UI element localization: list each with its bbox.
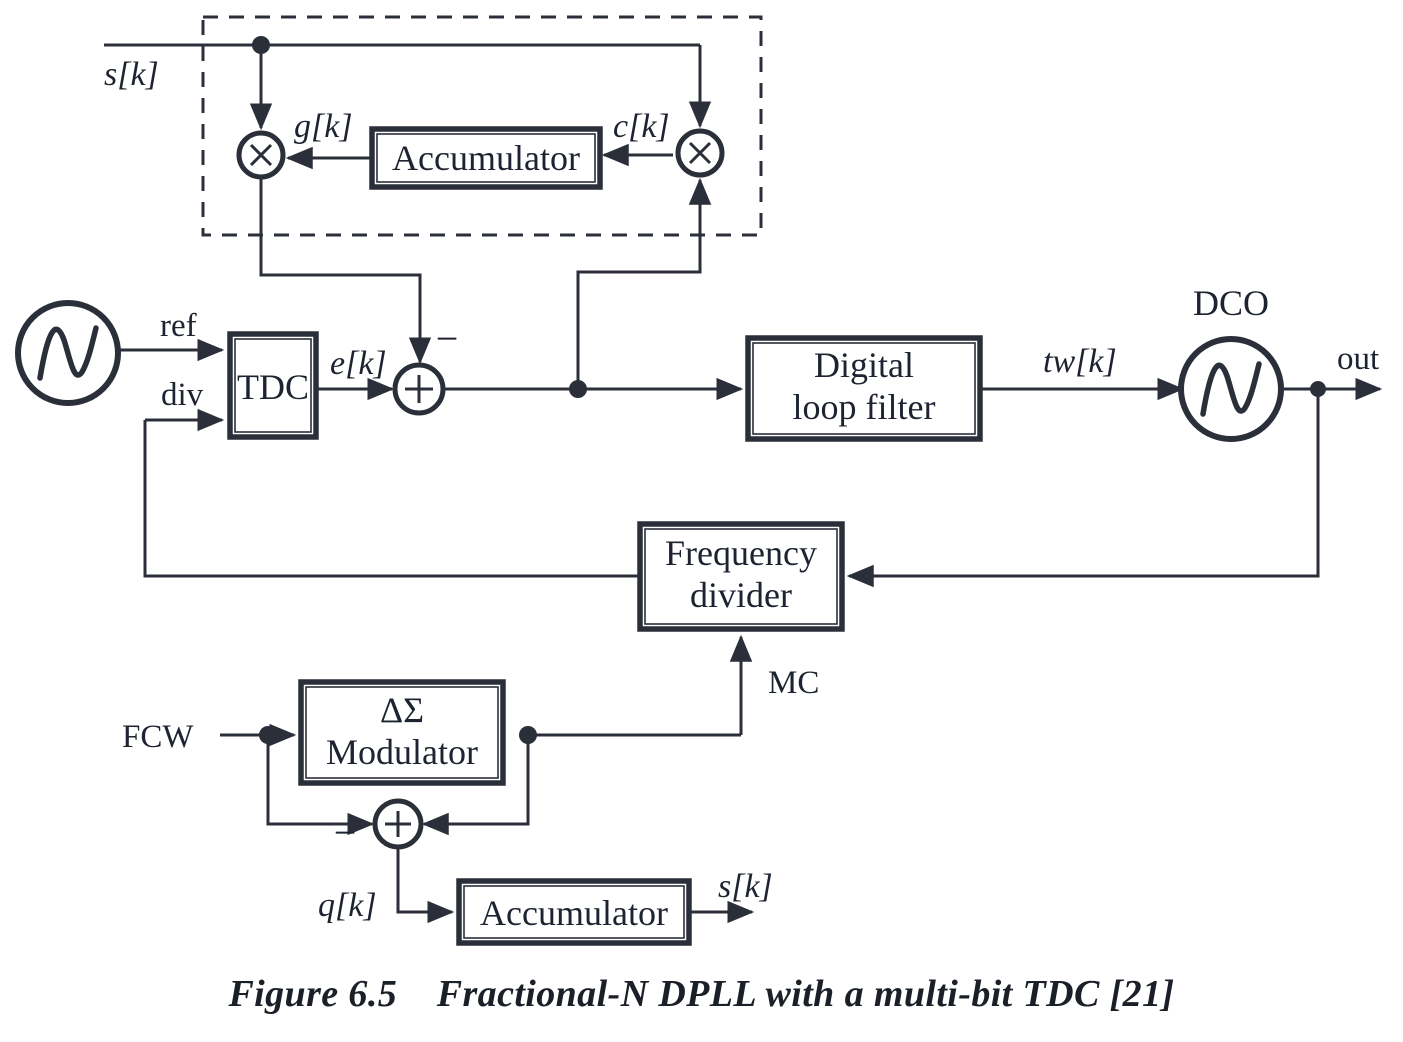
frequency-divider-label-line1: Frequency [665,533,817,573]
label-qk: q[k] [318,887,377,924]
digital-loop-filter-label-line2: loop filter [793,387,936,427]
top-accumulator-label: Accumulator [392,138,580,178]
block-frequency-divider [637,521,845,632]
dsm-label-line1: ΔΣ [380,690,424,730]
junction-dot-ek [569,380,587,398]
block-tdc-inner-rule [234,338,312,433]
label-minus-top-adder: − [436,316,459,361]
label-gk: g[k] [294,108,353,145]
adder-bottom-plus-icon [385,811,411,837]
label-mc: MC [768,665,819,701]
block-bottom-accumulator [456,878,692,946]
digital-loop-filter-label-line1: Digital [814,345,914,385]
label-out: out [1337,341,1379,377]
label-minus-bottom-adder: − [334,810,357,855]
label-sk-bottom: s[k] [718,868,773,905]
wire-divider-out-to-tdc-div [143,420,640,578]
wire-qk-to-accumulator [396,847,455,924]
tdc-label: TDC [237,367,309,407]
adder-top-plus-icon [405,375,433,403]
frequency-divider-label-line2: divider [690,575,792,615]
block-frequency-divider-inner-rule [644,528,838,625]
label-ck: c[k] [613,108,670,145]
bottom-accumulator-label: Accumulator [480,893,668,933]
label-fcw: FCW [122,719,194,755]
block-dsm [298,679,506,786]
figure-caption: Figure 6.5 Fractional-N DPLL with a mult… [228,973,1175,1015]
wire-mult-left-to-adder [259,177,432,365]
block-tdc [227,331,319,440]
wire-fcw-branch-to-adder [266,735,375,836]
wire-dsm-out-to-adder [421,735,530,836]
multiplier-right-cross-icon [688,141,712,165]
block-digital-loop-filter [745,335,983,442]
label-div: div [161,377,204,413]
dsm-label-line2: Modulator [326,732,478,772]
dashed-enclosure [201,15,763,237]
block-top-accumulator [369,126,603,190]
label-sk-top: s[k] [104,56,159,93]
wire-out-feedback-to-divider [846,389,1320,588]
block-digital-loop-filter-inner-rule [752,342,976,435]
reference-oscillator-sine-icon [37,325,99,381]
wire-ek-tap-to-mult-right [576,177,712,389]
block-dsm-inner-rule [305,686,499,779]
dco-sine-icon [1200,361,1262,417]
label-tw: tw[k] [1043,343,1117,380]
label-ref: ref [160,308,197,344]
label-ek: e[k] [330,345,387,382]
multiplier-left-cross-icon [249,143,273,167]
block-top-accumulator-inner-rule [376,133,596,183]
label-dco: DCO [1193,283,1269,323]
block-bottom-accumulator-inner-rule [463,885,685,939]
